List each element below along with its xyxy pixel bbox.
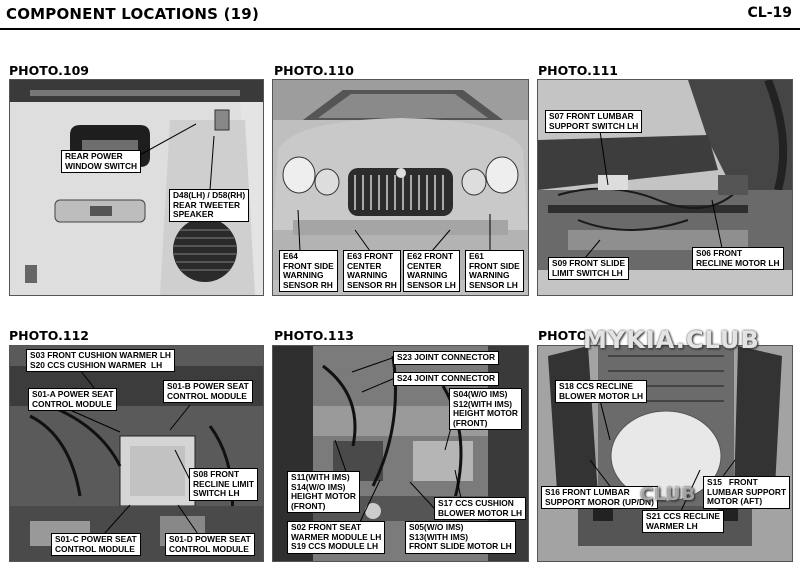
label-e63-front-center-sensor-rh: E63 FRONT CENTER WARNING SENSOR RH	[343, 250, 401, 293]
label-s07-front-lumbar-switch: S07 FRONT LUMBAR SUPPORT SWITCH LH	[545, 110, 643, 134]
label-s23-joint-connector: S23 JOINT CONNECTOR	[393, 351, 500, 365]
label-s15-front-lumbar-motor-aft: S15 FRONT LUMBAR SUPPORT MOTOR (AFT)	[703, 476, 791, 509]
photo-112-image	[9, 345, 264, 562]
photo-113-caption: PHOTO.113	[274, 328, 354, 343]
page-title: COMPONENT LOCATIONS (19)	[6, 5, 259, 23]
label-s01c-power-seat-module: S01-C POWER SEAT CONTROL MODULE	[51, 533, 141, 557]
label-e61-front-side-sensor-lh: E61 FRONT SIDE WARNING SENSOR LH	[465, 250, 524, 293]
label-s08-front-recline-limit: S08 FRONT RECLINE LIMIT SWITCH LH	[189, 468, 258, 501]
photo-110-caption: PHOTO.110	[274, 63, 354, 78]
label-s06-front-recline-motor: S06 FRONT RECLINE MOTOR LH	[692, 247, 784, 271]
page-header: COMPONENT LOCATIONS (19) CL-19	[0, 0, 800, 30]
label-s01d-power-seat-module: S01-D POWER SEAT CONTROL MODULE	[165, 533, 255, 557]
label-rear-power-window-switch: REAR POWER WINDOW SWITCH	[61, 150, 142, 174]
label-s01b-power-seat-module: S01-B POWER SEAT CONTROL MODULE	[163, 380, 253, 404]
label-e62-front-center-sensor-lh: E62 FRONT CENTER WARNING SENSOR LH	[403, 250, 460, 293]
photo-114-caption: PHOTO	[538, 328, 588, 343]
label-s04-s12-height-motor: S04(W/O IMS) S12(WITH IMS) HEIGHT MOTOR …	[449, 388, 522, 431]
watermark-logo: MYKIA.CLUB	[583, 326, 760, 354]
label-s17-ccs-cushion-blower: S17 CCS CUSHION BLOWER MOTOR LH	[434, 497, 527, 521]
label-s11-s14-height-motor: S11(WITH IMS) S14(W/O IMS) HEIGHT MOTOR …	[287, 471, 360, 514]
label-rear-tweeter-speaker: D48(LH) / D58(RH) REAR TWEETER SPEAKER	[169, 189, 250, 222]
label-s16-front-lumbar-motor-updn: S16 FRONT LUMBAR SUPPORT MOROR (UP/DN)	[541, 486, 658, 510]
page-number: CL-19	[747, 5, 793, 21]
label-s21-ccs-recline-warmer: S21 CCS RECLINE WARMER LH	[642, 510, 724, 534]
label-s18-ccs-recline-blower: S18 CCS RECLINE BLOWER MOTOR LH	[555, 380, 648, 404]
photo-109-image	[9, 79, 264, 296]
label-e64-front-side-sensor-rh: E64 FRONT SIDE WARNING SENSOR RH	[279, 250, 338, 293]
header-rule	[0, 28, 800, 30]
photo-109-caption: PHOTO.109	[9, 63, 89, 78]
label-s09-front-slide-limit-switch: S09 FRONT SLIDE LIMIT SWITCH LH	[548, 257, 630, 281]
photo-111-caption: PHOTO.111	[538, 63, 618, 78]
label-s01a-power-seat-module: S01-A POWER SEAT CONTROL MODULE	[28, 388, 118, 412]
label-s24-joint-connector: S24 JOINT CONNECTOR	[393, 372, 500, 386]
label-s05-s13-front-slide-motor: S05(W/O IMS) S13(WITH IMS) FRONT SLIDE M…	[405, 521, 516, 554]
label-s03-s20-cushion-warmer: S03 FRONT CUSHION WARMER LH S20 CCS CUSH…	[26, 349, 175, 373]
label-s02-s19-warmer-module: S02 FRONT SEAT WARMER MODULE LH S19 CCS …	[287, 521, 386, 554]
watermark-faint: CLUB	[640, 484, 697, 505]
photo-112-caption: PHOTO.112	[9, 328, 89, 343]
